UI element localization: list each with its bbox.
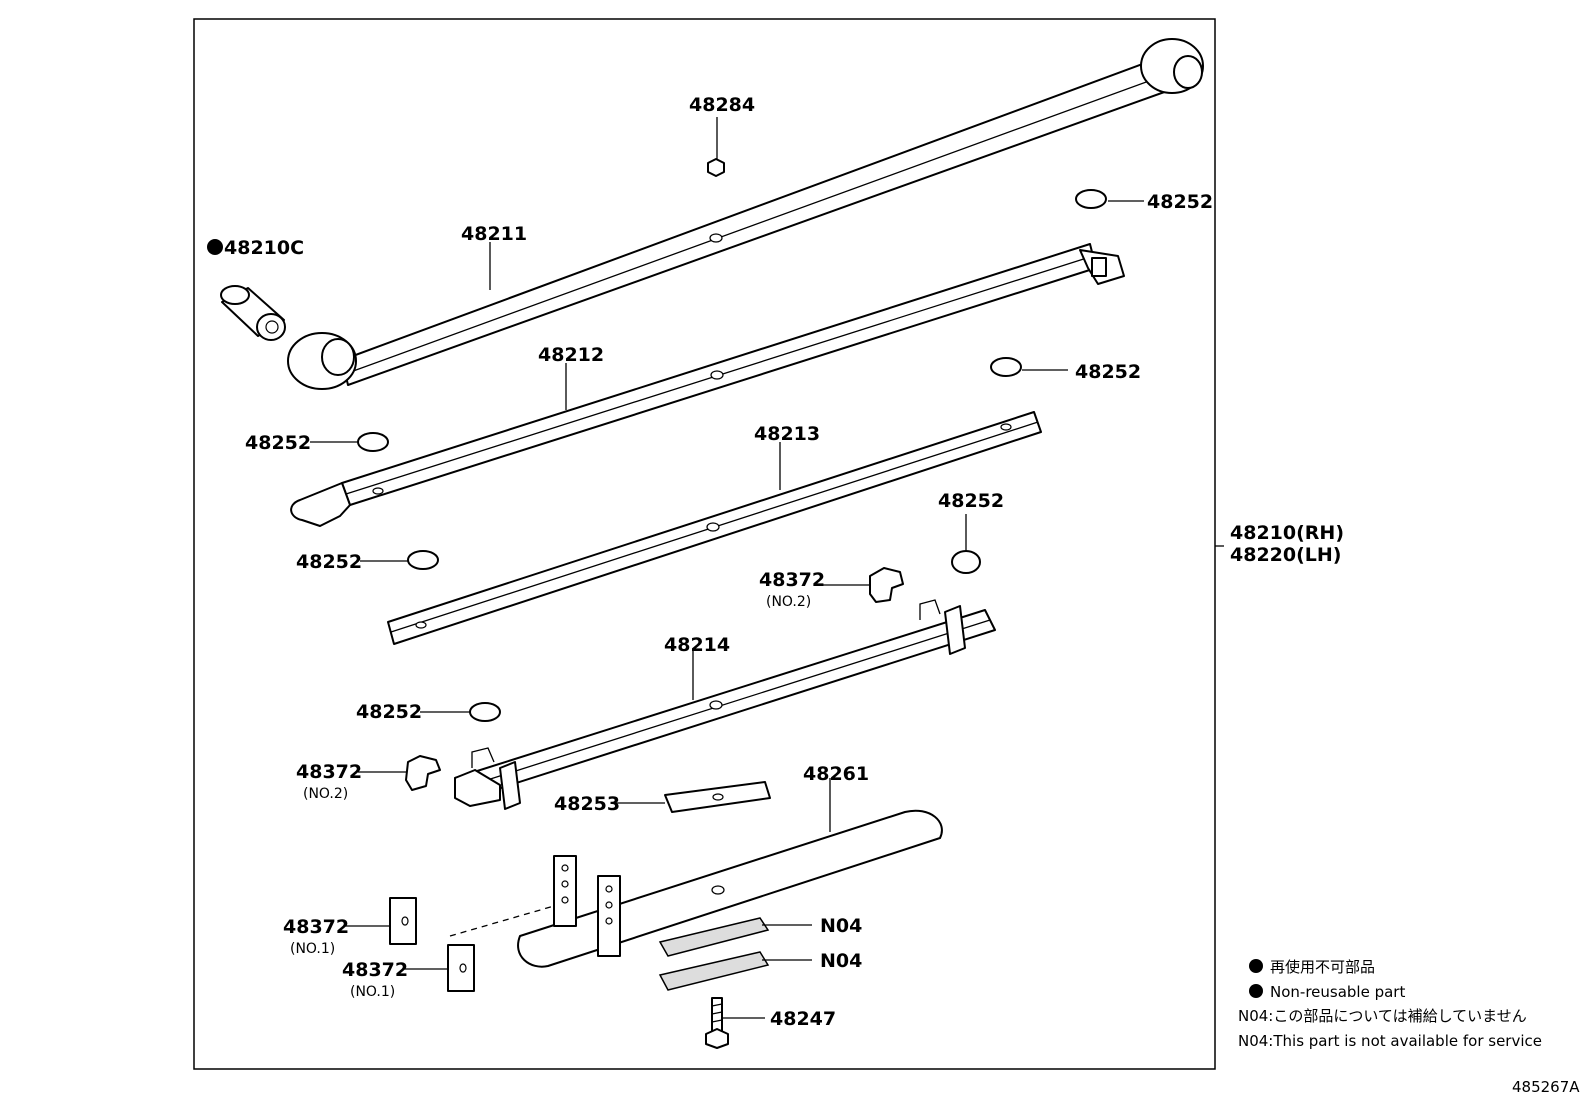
legend-marker <box>1249 959 1263 973</box>
callout-48372-note: (NO.2) <box>303 786 348 802</box>
legend-marker <box>1249 984 1263 998</box>
legend-non-reusable-en: Non-reusable part <box>1270 983 1405 1001</box>
legend-n04-jp: N04:この部品については補給していません <box>1238 1007 1527 1025</box>
callout-48372-note: (NO.1) <box>290 941 335 957</box>
legend-non-reusable-jp: 再使用不可部品 <box>1270 958 1375 976</box>
callout-n04: N04 <box>820 950 862 972</box>
callout-48252: 48252 <box>356 701 422 723</box>
non-reusable-marker <box>207 239 223 255</box>
callout-48252: 48252 <box>1147 191 1213 213</box>
callout-48261: 48261 <box>803 763 869 785</box>
callout-48372: 48372 <box>342 959 408 981</box>
callout-48211: 48211 <box>461 223 527 245</box>
leaf-48214 <box>454 599 996 810</box>
callout-48252: 48252 <box>245 432 311 454</box>
clips-48372-no1 <box>389 897 475 992</box>
callout-48372: 48372 <box>759 569 825 591</box>
diagram-frame <box>193 18 1216 1070</box>
leader-lines <box>310 117 1224 1019</box>
leaf-48261 <box>517 809 943 968</box>
legend: 再使用不可部品 Non-reusable part N04:この部品については補… <box>1238 958 1542 1050</box>
callout-assembly-lh: 48220(LH) <box>1230 544 1341 566</box>
callout-48372: 48372 <box>296 761 362 783</box>
helper-brackets <box>449 855 621 957</box>
leaf-48211 <box>287 38 1204 390</box>
legend-n04-en: N04:This part is not available for servi… <box>1238 1032 1542 1050</box>
bushing-48210c <box>220 285 286 341</box>
callout-48252: 48252 <box>938 490 1004 512</box>
spacer-48253 <box>664 781 771 813</box>
callout-48252: 48252 <box>1075 361 1141 383</box>
callout-48284: 48284 <box>689 94 755 116</box>
leaf-48212 <box>290 243 1125 527</box>
figure-id: 485267A <box>1512 1078 1580 1096</box>
callout-n04: N04 <box>820 915 862 937</box>
callout-48212: 48212 <box>538 344 604 366</box>
callout-48372: 48372 <box>283 916 349 938</box>
nut-48284 <box>707 158 725 177</box>
callout-48247: 48247 <box>770 1008 836 1030</box>
callout-48214: 48214 <box>664 634 730 656</box>
callout-48372-note: (NO.1) <box>350 984 395 1000</box>
pads-48252 <box>357 189 1107 722</box>
callout-48372-note: (NO.2) <box>766 594 811 610</box>
callout-48253: 48253 <box>554 793 620 815</box>
bolt-48247 <box>705 997 729 1049</box>
clips-48372-no2 <box>405 567 904 791</box>
leaf-48213 <box>387 411 1042 645</box>
plates-n04 <box>658 917 770 991</box>
callout-48252: 48252 <box>296 551 362 573</box>
callout-48213: 48213 <box>754 423 820 445</box>
callout-48210c: 48210C <box>224 237 304 259</box>
callout-assembly-rh: 48210(RH) <box>1230 522 1344 544</box>
